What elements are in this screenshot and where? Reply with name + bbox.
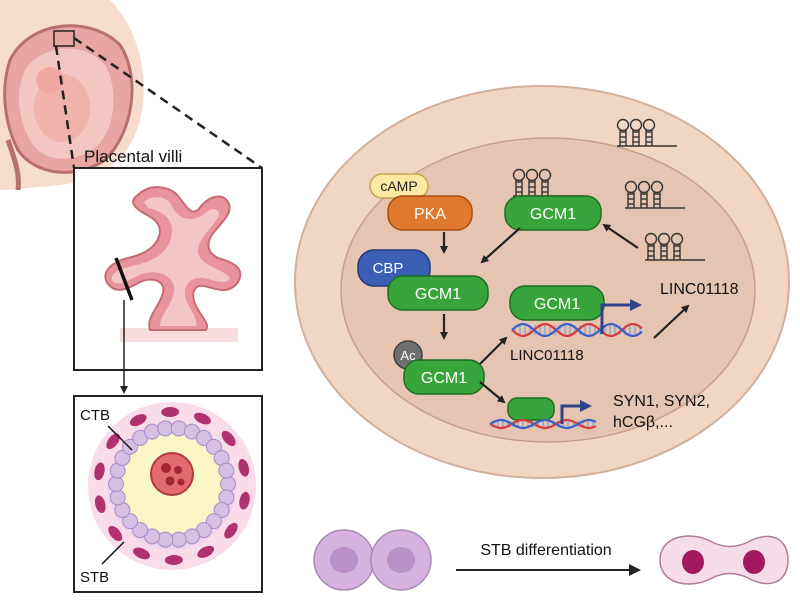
ctb-cell	[122, 513, 139, 530]
cbp-label: CBP	[373, 260, 404, 277]
zoom-lines	[54, 36, 263, 170]
stb-nucleus	[94, 495, 106, 514]
promoter-arrow-linc	[600, 303, 632, 334]
camp-label: cAMP	[380, 178, 417, 194]
stb-syncytium	[659, 535, 789, 585]
ctb-cell	[170, 531, 187, 548]
ctb-cells-pair	[313, 529, 432, 591]
promoter-arrow-targets	[560, 404, 582, 424]
gcm1-box-targets	[507, 397, 555, 421]
stb-nucleus	[108, 525, 123, 542]
villus-shape	[104, 186, 242, 342]
ctb-cell	[213, 502, 230, 519]
stb-differentiation-label: STB differentiation	[480, 542, 611, 559]
ac-label: Ac	[400, 348, 416, 363]
placental-villi-label: Placental villi	[84, 147, 182, 166]
ctb-label: CTB	[80, 407, 110, 424]
pka-box	[387, 195, 473, 231]
ctb-cell	[132, 522, 149, 539]
ctb-cell	[109, 489, 126, 506]
ctb-cell	[220, 476, 236, 492]
target-genes-line2: hCGβ,...	[613, 414, 673, 431]
stb-nucleus	[238, 458, 250, 477]
stb-nucleus	[133, 547, 150, 560]
linc-gene-label: LINC01118	[510, 347, 584, 364]
stb-nucleus	[129, 414, 147, 427]
gcm1-box-promoter	[509, 285, 605, 321]
ctb-pointer	[107, 425, 133, 451]
lncrna-hairpin	[616, 118, 677, 147]
stb-label: STB	[80, 569, 109, 586]
fetal-capillary	[150, 452, 194, 496]
stb-nucleus	[224, 522, 238, 539]
stb-nucleus	[161, 407, 180, 418]
stb-nucleus	[164, 554, 183, 565]
villus-cross-section	[88, 402, 256, 570]
lncrna-hairpin	[512, 168, 583, 197]
stb-nucleus	[221, 430, 236, 447]
gcm1-label-ac: GCM1	[421, 370, 467, 387]
ctb-cell	[195, 429, 212, 446]
stb-nucleus	[106, 433, 120, 450]
ctb-cell	[144, 423, 161, 440]
stb-nucleus	[197, 545, 215, 558]
stb-nucleus	[94, 462, 105, 481]
lncrna-hairpins	[512, 118, 705, 261]
pathway-arrows	[440, 223, 690, 404]
lncrna-hairpin	[644, 232, 705, 261]
pregnancy-illustration	[0, 0, 144, 190]
dna-helix-targets	[489, 418, 597, 430]
ctb-cell	[205, 513, 222, 530]
ctb-cell	[108, 476, 124, 492]
ctb-cell	[205, 438, 222, 455]
ctb-cells	[108, 420, 236, 548]
ctb-cell	[114, 449, 131, 466]
gcm1-box-ac	[403, 359, 485, 395]
stb-nucleus	[194, 412, 211, 425]
stb-nuclei	[94, 407, 250, 565]
stb-pointer	[101, 541, 125, 565]
gcm1-label-top: GCM1	[530, 206, 576, 223]
ctb-cell	[218, 462, 235, 479]
stb-nucleus	[239, 491, 250, 510]
linc-rna-label: LINC01118	[660, 281, 739, 298]
ctb-cell	[122, 438, 139, 455]
pka-label: PKA	[414, 206, 446, 223]
gcm1-label-cbp: GCM1	[415, 286, 461, 303]
gcm1-box-top	[504, 195, 602, 231]
ctb-cell	[170, 420, 187, 437]
target-genes-line1: SYN1, SYN2,	[613, 393, 710, 410]
lncrna-hairpin	[624, 180, 685, 209]
ctb-cell	[157, 531, 174, 548]
gcm1-label-promoter: GCM1	[534, 296, 580, 313]
ctb-cell	[183, 528, 200, 545]
gcm1-box-cbp	[387, 275, 489, 311]
ctb-cell	[157, 420, 174, 437]
dna-helix-linc	[511, 323, 643, 337]
